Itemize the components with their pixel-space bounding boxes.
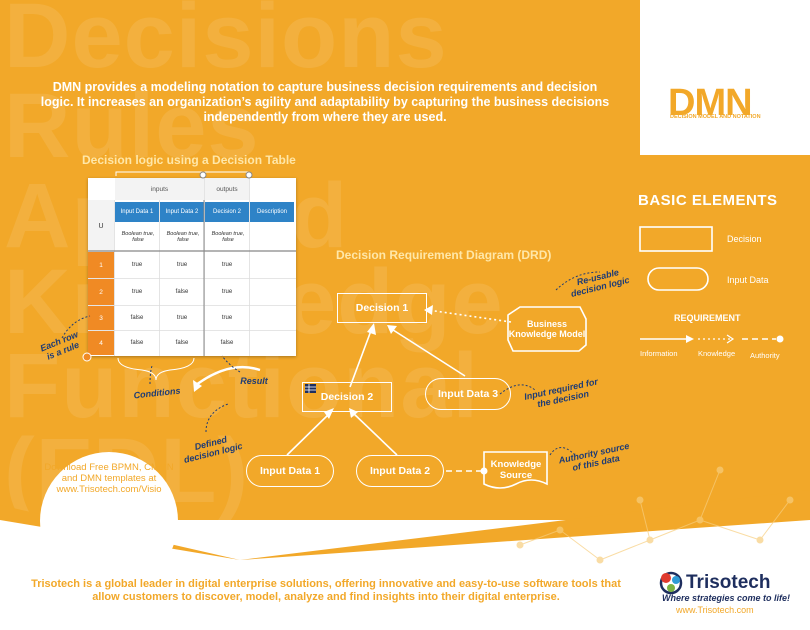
bg-word-rules: Rules [4,75,260,177]
row-number: 3 [88,306,114,330]
decision-table-title: Decision logic using a Decision Table [82,153,296,167]
trisotech-tagline: Where strategies come to life! [662,593,791,603]
input-data-1-node: Input Data 1 [246,455,334,487]
intro-text: DMN provides a modeling notation to capt… [40,80,610,124]
download-text[interactable]: Download Free BPMN, CMMN and DMN templat… [44,462,174,495]
knowledge-source-node: Knowledge Source [490,459,542,481]
column-header: Input Data 1 [115,202,159,222]
row-number: 4 [88,331,114,355]
legend-input-label: Input Data [727,275,769,285]
trisotech-logo: Trisotech [686,572,771,593]
legend-decision-label: Decision [727,234,762,244]
row-number: 2 [88,279,114,305]
table-grid-lines [88,178,296,356]
row-number: 1 [88,252,114,278]
dmn-logo: DMN [668,82,753,124]
table-cell: false [175,340,189,346]
input-data-3-node: Input Data 3 [425,378,511,410]
outputs-group-header: outputs [205,178,249,200]
decision-2-node: Decision 2 [302,382,392,412]
bg-word-decisions: Decisions [4,0,448,87]
legend-knowledge-label: Knowledge [698,349,736,358]
table-cell: true [221,289,233,295]
legend-title: BASIC ELEMENTS [638,192,778,209]
inputs-group-header: inputs [115,178,204,200]
download-badge[interactable] [40,452,178,590]
decision-table: inputs outputs U Input Data 1 Input Data… [88,178,296,356]
type-cell: Boolean true, false [166,231,200,243]
bkm-node: Business Knowledge Model [508,319,586,339]
table-cell: true [131,262,143,268]
trisotech-url[interactable]: www.Trisotech.com [676,605,754,615]
callout-result: Result [240,376,268,386]
type-cell: Boolean true, false [121,231,155,243]
footer-text: Trisotech is a global leader in digital … [31,578,621,603]
table-cell: false [130,315,144,321]
table-cell: true [221,315,233,321]
table-cell: true [176,315,188,321]
dmn-logo-subtitle: DECISION MODEL AND NOTATION [670,114,761,120]
drd-title: Decision Requirement Diagram (DRD) [336,248,552,262]
table-cell: true [176,262,188,268]
layers-icon [76,508,116,546]
column-header: Decision 2 [205,202,249,222]
table-cell: true [131,289,143,295]
hit-policy-cell: U [88,200,114,252]
legend-requirement-title: REQUIREMENT [674,313,741,323]
table-cell: false [175,289,189,295]
type-cell: Boolean true, false [211,231,245,243]
column-header: Description [250,202,294,222]
legend-authority-label: Authority [750,351,780,360]
table-cell: false [130,340,144,346]
input-data-2-node: Input Data 2 [356,455,444,487]
table-cell: false [220,340,234,346]
dmn-logo-box [640,0,810,155]
table-cell: true [221,262,233,268]
legend-information-label: Information [640,349,678,358]
column-header: Input Data 2 [160,202,204,222]
decision-1-node: Decision 1 [337,293,427,323]
